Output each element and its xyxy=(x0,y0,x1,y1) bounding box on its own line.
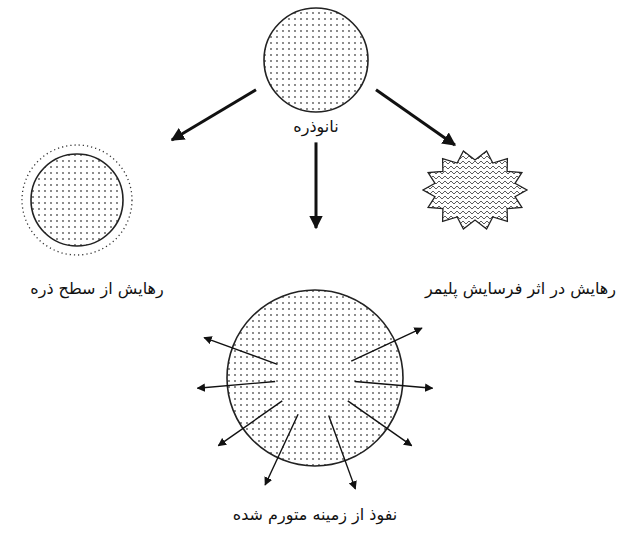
particle-circle xyxy=(227,290,403,466)
node-label: رهایش از سطح ذره xyxy=(30,278,163,300)
particle-node: رهایش از سطح ذره xyxy=(12,140,182,304)
particle-node: رهایش در اثر فرسایش پلیمر xyxy=(418,145,623,304)
flow-arrow xyxy=(376,90,455,145)
diffusion-arrow xyxy=(355,381,433,388)
particle-circle xyxy=(31,154,123,246)
node-label: نانوذره xyxy=(293,116,338,138)
particle-node: نفوذ از زمینه متورم شده xyxy=(190,228,440,530)
diffusion-arrow xyxy=(348,401,412,446)
diffusion-arrow xyxy=(197,381,275,388)
particle-shape xyxy=(190,228,440,530)
diffusion-arrow xyxy=(351,328,422,361)
release-shell xyxy=(22,145,132,255)
node-label: رهایش در اثر فرسایش پلیمر xyxy=(425,278,616,300)
flow-arrow xyxy=(172,90,256,140)
node-label: نفوذ از زمینه متورم شده xyxy=(233,504,397,526)
flow-arrow xyxy=(315,142,318,228)
diffusion-arrow xyxy=(218,401,282,446)
diffusion-arrow xyxy=(329,416,356,489)
diffusion-arrow xyxy=(204,338,277,365)
particle-node: نانوذره xyxy=(256,4,376,142)
eroded-particle xyxy=(423,151,527,229)
particle-circle xyxy=(264,8,368,112)
diffusion-arrow xyxy=(265,414,298,485)
